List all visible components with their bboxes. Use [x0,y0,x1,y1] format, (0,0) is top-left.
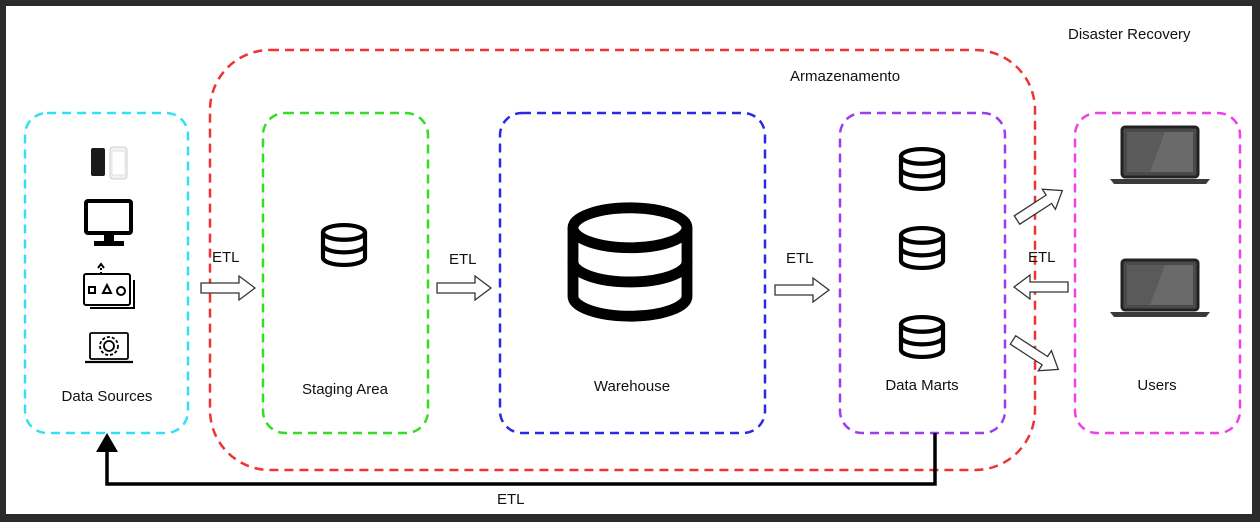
users-box [1073,111,1242,435]
feedback-arrowhead [96,433,118,452]
diagram-title: Disaster Recovery [1068,26,1191,43]
settings-laptop-icon [85,332,133,364]
staging-area-box [261,111,430,435]
warehouse-database-icon [567,202,693,322]
etl-label-warehouse-marts: ETL [786,250,814,267]
etl-label-sources-staging: ETL [212,249,240,266]
warehouse-label: Warehouse [593,378,671,395]
etl-label-users-marts: ETL [1028,249,1056,266]
feedback-etl-line [105,433,937,486]
etl-label-staging-warehouse: ETL [449,251,477,268]
data-marts-label: Data Marts [885,377,959,394]
mobile-phones-icon [91,146,128,180]
data-sources-label: Data Sources [61,388,153,405]
etl-label-feedback: ETL [497,491,525,508]
storage-boundary [208,48,1037,472]
data-marts-box [838,111,1007,435]
storage-label: Armazenamento [790,68,901,85]
warehouse-box [498,111,767,435]
canvas-background [6,6,1252,514]
user-laptop-icon-2 [1108,258,1212,319]
staging-area-label: Staging Area [302,381,388,398]
monitor-icon [84,199,133,246]
users-label: Users [1137,377,1177,394]
data-input-icon [83,262,135,309]
data-sources-box [23,111,190,435]
user-laptop-icon-1 [1108,125,1212,186]
